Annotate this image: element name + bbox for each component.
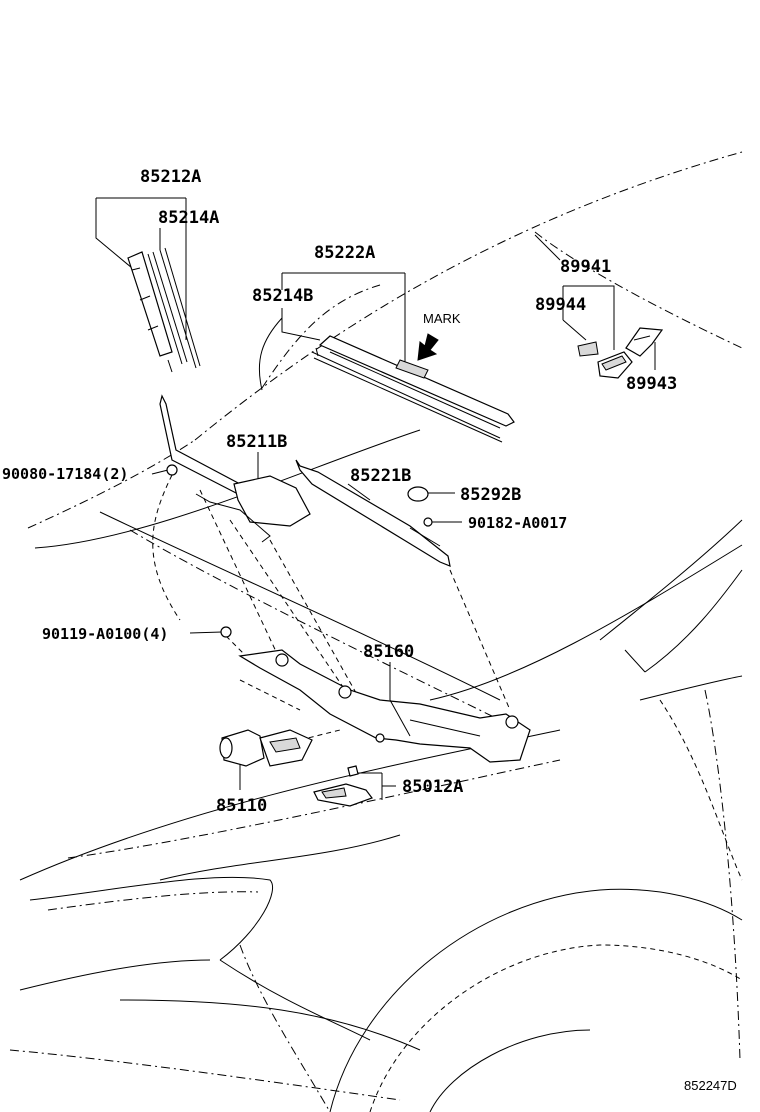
label-85211B: 85211B (226, 432, 287, 452)
mark-arrow-icon (417, 333, 439, 361)
wiper-blade-left (127, 251, 173, 357)
label-89944: 89944 (535, 295, 586, 315)
nut-90182 (423, 517, 433, 527)
rain-sensor-assembly (597, 327, 664, 379)
wiper-refill-left (147, 247, 201, 373)
nut-90080 (166, 464, 178, 476)
label-85212A: 85212A (140, 167, 201, 187)
wiper-refill-right (311, 347, 503, 443)
label-85110: 85110 (216, 796, 267, 816)
label-90182-A0017: 90182-A0017 (468, 514, 567, 532)
label-85221B: 85221B (350, 466, 411, 486)
label-85214B: 85214B (252, 286, 313, 306)
vehicle-body-outline (9, 151, 743, 1112)
wiper-arm-right (295, 459, 451, 567)
label-90119-A0100: 90119-A0100(4) (42, 625, 168, 643)
pivot-cap-85292B (407, 486, 429, 502)
wiper-link-85160 (238, 649, 531, 763)
bracket-85012A (313, 765, 373, 807)
sensor-pad-89944 (577, 341, 599, 357)
wiper-arm-left (159, 394, 311, 543)
label-85012A: 85012A (402, 777, 463, 797)
label-85160: 85160 (363, 642, 414, 662)
wiper-blade-right (318, 335, 515, 429)
diagram-code: 852247D (684, 1078, 737, 1093)
bolt-90119 (220, 626, 232, 638)
wiper-motor-85110 (219, 729, 313, 767)
label-85292B: 85292B (460, 485, 521, 505)
label-85222A: 85222A (314, 243, 375, 263)
label-89943: 89943 (626, 374, 677, 394)
leader-lines (95, 197, 656, 800)
label-90080-17184: 90080-17184(2) (2, 465, 128, 483)
label-89941: 89941 (560, 257, 611, 277)
label-85214A: 85214A (158, 208, 219, 228)
label-mark: MARK (423, 311, 461, 326)
